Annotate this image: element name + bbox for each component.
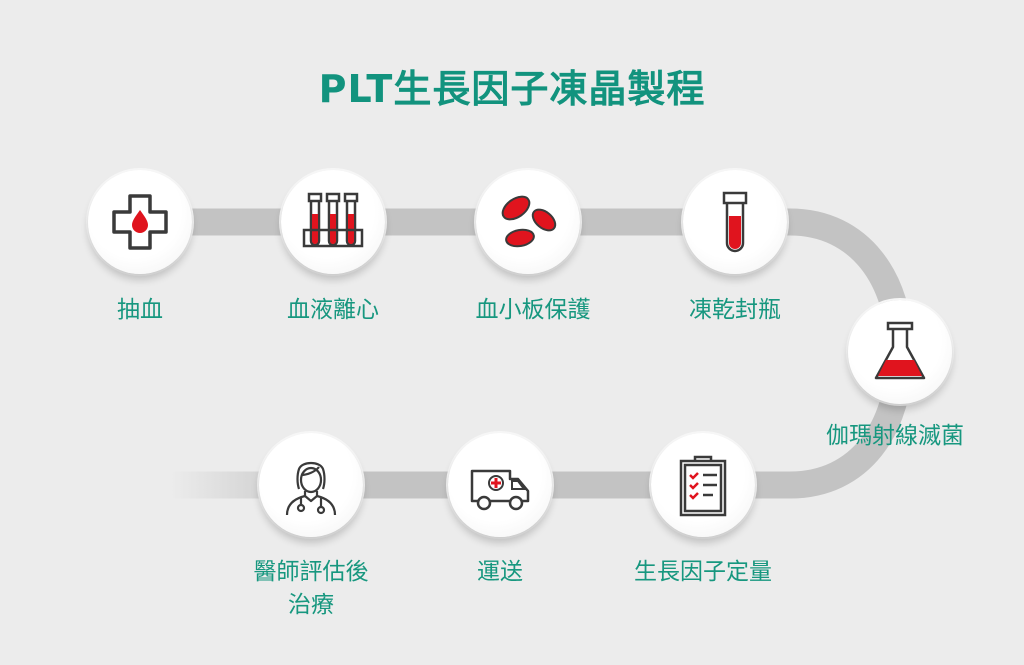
step-freeze-dry-seal [683, 170, 787, 274]
step-label: 運送 [477, 559, 523, 585]
step-gamma-sterilization [848, 300, 952, 404]
test-tubes-rack-icon [302, 192, 364, 248]
step-label: 生長因子定量 [634, 559, 772, 585]
step-growth-factor-quantification [651, 433, 755, 537]
flask-icon [874, 321, 926, 380]
step-centrifuge [281, 170, 385, 274]
step-label-line1: 醫師評估後 [253, 559, 369, 585]
step-label: 血小板保護 [475, 297, 591, 323]
sealed-vial-icon [722, 191, 748, 253]
clipboard-checklist-icon [679, 455, 727, 517]
step-platelet-protection [476, 170, 580, 274]
step-doctor-evaluation [259, 433, 363, 537]
step-label-line2: 治療 [288, 592, 334, 618]
step-label: 血液離心 [287, 297, 379, 323]
page-title: PLT生長因子凍晶製程 [318, 67, 706, 111]
doctor-icon [285, 461, 337, 516]
ambulance-icon [470, 469, 530, 511]
step-label: 醫師評估後 治療 [211, 556, 411, 622]
step-label: 凍乾封瓶 [689, 297, 781, 323]
step-label: 抽血 [117, 297, 163, 323]
step-transport [448, 433, 552, 537]
blood-cells-icon [501, 195, 557, 248]
step-blood-draw [88, 170, 192, 274]
medical-cross-blood-drop-icon [112, 194, 168, 250]
step-label: 伽瑪射線滅菌 [826, 423, 964, 449]
